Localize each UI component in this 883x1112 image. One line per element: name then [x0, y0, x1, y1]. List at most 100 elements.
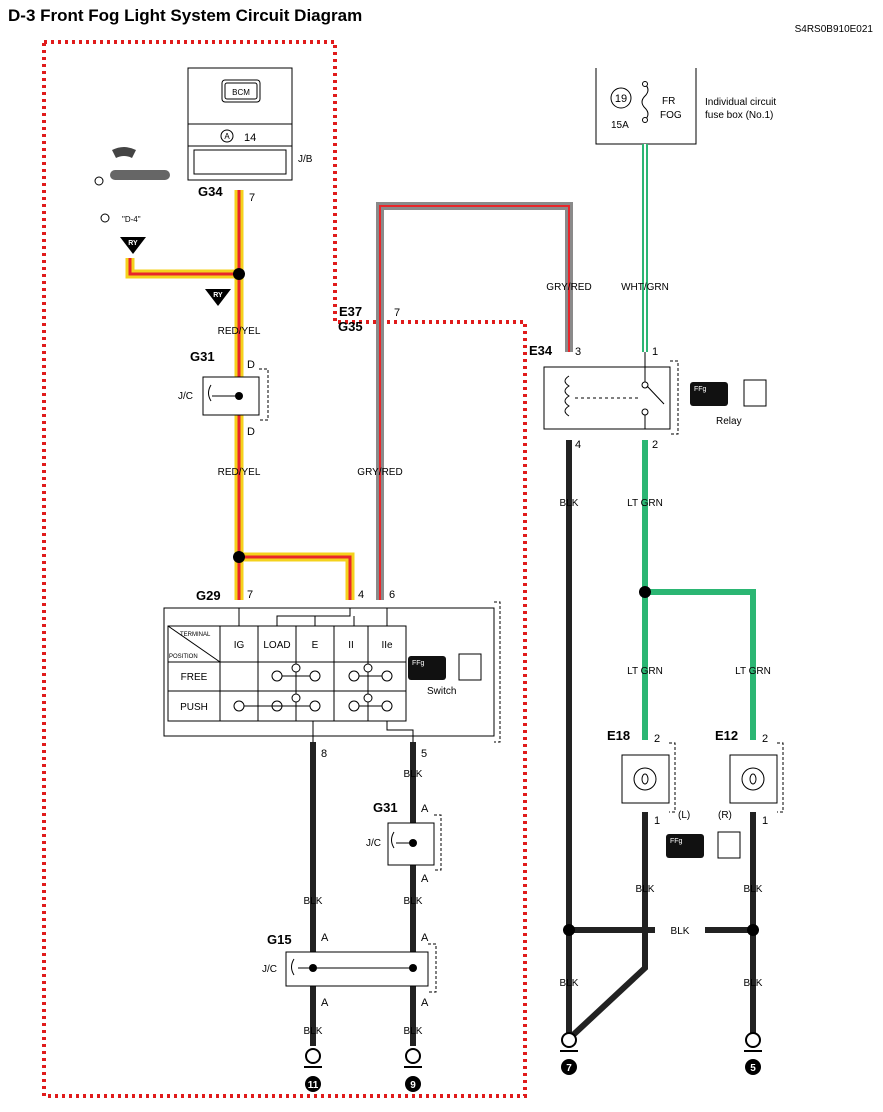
e34-pin-2: 2 [652, 439, 658, 451]
d4-reference: "D-4" [122, 215, 141, 224]
wire-label: WHT/GRN [621, 282, 669, 293]
wire-label: LT GRN [627, 498, 663, 509]
wire-label: GRY/RED [546, 282, 591, 293]
g15-pin-a4: A [421, 997, 429, 1009]
jc-label-3: J/C [262, 964, 277, 975]
g29-connector: G29 [196, 588, 221, 603]
fuse-rating: 15A [611, 120, 629, 131]
dotted-boundary [42, 40, 527, 1098]
wire-label: BLK [304, 896, 323, 907]
g31-pin-d1: D [247, 359, 255, 371]
wire-label: BLK [560, 498, 579, 509]
e18-connector: E18 [607, 728, 630, 743]
fuse-box-label1: Individual circuit [705, 97, 776, 108]
wire-label: BLK [404, 1026, 423, 1037]
ffg-lamp-icon: FFg [666, 831, 741, 859]
bcm-jb-unit: BCM A 14 J/B [187, 67, 313, 181]
svg-text:7: 7 [566, 1063, 572, 1074]
relay-label: Relay [716, 416, 742, 427]
g31-pin-a2: A [421, 873, 429, 885]
table-terminal-header: TERMINAL [180, 632, 211, 638]
g29-pin-5: 5 [421, 748, 427, 760]
g15-junction [285, 943, 437, 993]
e12-fog-light-right [729, 742, 784, 813]
bcm-label: BCM [232, 88, 250, 97]
e34-pin-4: 4 [575, 439, 581, 451]
table-col-iie: IIe [381, 640, 393, 651]
g29-switch [163, 601, 501, 743]
ground-7: 7 [560, 1032, 578, 1075]
fuse-name2: FOG [660, 110, 682, 121]
jc-label-2: J/C [366, 838, 381, 849]
wire-label: BLK [636, 884, 655, 895]
table-col-load: LOAD [263, 640, 290, 651]
fuse-name1: FR [662, 96, 675, 107]
wire-label: GRY/RED [357, 467, 402, 478]
svg-text:RY: RY [128, 240, 138, 247]
switch-label: Switch [427, 686, 456, 697]
fuse-box: 19 15A FR FOG Individual circuit fuse bo… [595, 68, 776, 145]
ffg-switch-icon: FFg [408, 653, 482, 681]
g29-pin-8: 8 [321, 748, 327, 760]
ry-badge-2: RY [205, 289, 231, 306]
left-label: (L) [678, 810, 690, 821]
g31-top-junction [202, 368, 269, 421]
wire-label: BLK [560, 978, 579, 989]
g35-connector: G35 [338, 319, 363, 334]
fuse-box-label2: fuse box (No.1) [705, 110, 773, 121]
e34-pin-3: 3 [575, 346, 581, 358]
g15-pin-a3: A [321, 997, 329, 1009]
wire-blk [310, 440, 756, 1046]
bcm-terminal: A [224, 132, 230, 141]
g15-connector: G15 [267, 932, 292, 947]
ground-9: 9 [404, 1048, 422, 1092]
table-col-ii: II [348, 640, 354, 651]
wire-label: RED/YEL [218, 467, 261, 478]
diagram-code: S4RS0B910E021 [794, 24, 873, 35]
e18-fog-light-left [621, 742, 676, 813]
wire-label: BLK [404, 896, 423, 907]
wire-label: BLK [744, 978, 763, 989]
wire-label: BLK [404, 769, 423, 780]
svg-text:FFg: FFg [694, 386, 707, 393]
e34-connector: E34 [529, 343, 553, 358]
e34-relay [543, 352, 679, 435]
fuse-number: 19 [615, 93, 627, 105]
g15-pin-a2: A [421, 932, 429, 944]
ry-badge-1: RY [120, 237, 146, 254]
e18-pin-2: 2 [654, 733, 660, 745]
table-position-header: POSITION [169, 654, 198, 660]
g31-pin-d2: D [247, 426, 255, 438]
wire-label: BLK [671, 926, 690, 937]
g34-connector: G34 [198, 184, 223, 199]
g29-pin-6: 6 [389, 589, 395, 601]
e37-connector: E37 [339, 304, 362, 319]
svg-text:RY: RY [213, 292, 223, 299]
g29-pin-7: 7 [247, 589, 253, 601]
svg-text:9: 9 [410, 1080, 416, 1091]
wire-label: LT GRN [735, 666, 771, 677]
e34-pin-1: 1 [652, 346, 658, 358]
e12-pin-1: 1 [762, 815, 768, 827]
wire-lt-grn [639, 440, 756, 740]
table-row-push: PUSH [180, 702, 208, 713]
g29-pin-4: 4 [358, 589, 364, 601]
svg-text:11: 11 [308, 1080, 319, 1091]
bcm-pin: 14 [244, 132, 256, 144]
page-title: D-3 Front Fog Light System Circuit Diagr… [8, 6, 363, 25]
e12-pin-2: 2 [762, 733, 768, 745]
right-label: (R) [718, 810, 732, 821]
wire-gry-red [376, 202, 573, 600]
combination-switch-icon [94, 147, 170, 223]
g31-bottom-junction [387, 814, 442, 871]
wire-label: BLK [304, 1026, 323, 1037]
svg-text:FFg: FFg [412, 660, 425, 667]
table-col-e: E [312, 640, 319, 651]
g34-pin: 7 [249, 192, 255, 204]
wire-label: RED/YEL [218, 326, 261, 337]
g31-bottom-connector: G31 [373, 800, 398, 815]
jc-label-1: J/C [178, 391, 193, 402]
ground-5: 5 [744, 1032, 762, 1075]
ffg-relay-icon: FFg [690, 379, 767, 407]
